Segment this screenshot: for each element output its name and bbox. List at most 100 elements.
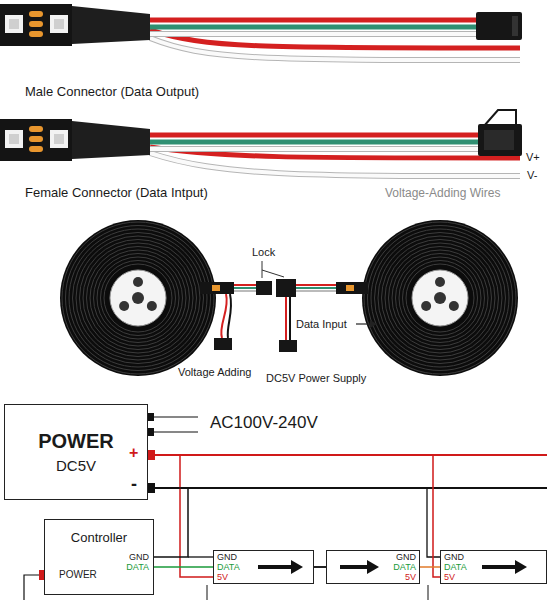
wire-caption: Voltage-Adding Wires — [385, 186, 500, 200]
led-strip-male — [150, 18, 476, 23]
pin-name: GND — [444, 552, 464, 562]
led-reel — [392, 250, 488, 346]
led-strip-female — [150, 146, 478, 152]
led-strip-female — [29, 136, 43, 142]
part-label: Voltage Adding — [178, 366, 251, 379]
wire-connector — [420, 566, 440, 568]
strip-joint — [285, 297, 287, 340]
led-strip-female — [9, 134, 19, 144]
led-strip-male — [476, 12, 522, 40]
led-reel — [396, 254, 485, 343]
pin-name: DATA — [126, 562, 149, 572]
led-reel — [83, 243, 193, 353]
led-strip-male — [0, 4, 522, 60]
data-direction-arrow — [482, 565, 516, 569]
strip-joint — [200, 261, 377, 352]
led-reel — [69, 229, 207, 367]
connector-caption: Male Connector (Data Output) — [25, 84, 199, 100]
led-strip-segment: GNDDATA5V — [213, 550, 314, 584]
led-strip-female — [150, 140, 478, 145]
led-reel — [385, 243, 495, 353]
led-strip-female — [150, 147, 520, 158]
led-strip-female — [0, 119, 72, 161]
led-strip-male — [29, 31, 43, 37]
led-strip-male — [5, 15, 23, 33]
led-strip-female — [50, 130, 68, 148]
led-reel — [101, 261, 176, 336]
led-reel — [382, 240, 499, 357]
led-strip-male — [150, 30, 520, 48]
pin-name: POWER — [59, 570, 97, 580]
led-reel — [449, 301, 459, 311]
wire-connector — [148, 488, 188, 557]
led-strip-male — [150, 32, 476, 36]
strip-joint — [228, 294, 231, 338]
led-reel — [412, 270, 468, 326]
led-strip-female — [150, 147, 478, 151]
pin-name: GND — [129, 552, 149, 562]
led-reel — [110, 270, 166, 326]
pin-name: 5V — [405, 572, 416, 582]
led-strip-female — [484, 110, 516, 126]
data-direction-arrow — [258, 560, 527, 574]
led-reel — [435, 277, 445, 287]
device-title: Controller — [45, 530, 153, 546]
led-strip-female — [150, 153, 520, 176]
led-reel — [87, 247, 190, 350]
power-supply-box: POWER DC5V — [4, 404, 148, 500]
led-reel — [60, 220, 216, 376]
led-reel — [119, 301, 129, 311]
led-reel — [434, 292, 446, 304]
led-strip-female — [0, 110, 522, 176]
led-reel — [66, 226, 211, 371]
led-reel — [389, 247, 492, 350]
strip-joint — [234, 284, 256, 286]
device-title: POWER — [38, 429, 114, 453]
led-strip-male — [512, 16, 518, 36]
led-strip-male — [72, 6, 150, 44]
part-label: DC5V Power Supply — [266, 372, 366, 385]
led-reel — [403, 261, 478, 336]
pin-name: DATA — [393, 562, 416, 572]
power-rail — [188, 556, 213, 557]
data-direction-arrow — [515, 560, 527, 574]
led-strip-female — [150, 153, 520, 176]
voltage-rating: DC5V — [56, 457, 96, 475]
power-terminal — [154, 431, 198, 432]
led-reel — [60, 220, 518, 376]
strip-joint — [212, 285, 220, 291]
led-strip-male — [9, 19, 19, 29]
strip-joint — [289, 297, 291, 340]
led-reel — [104, 264, 172, 332]
data-direction-arrow — [291, 560, 303, 574]
led-strip-female — [29, 146, 43, 152]
led-reel — [399, 257, 481, 339]
strip-joint — [256, 281, 272, 295]
led-strip-male — [150, 38, 520, 60]
led-strip-female — [478, 124, 522, 156]
wire-name: V- — [527, 169, 537, 182]
pin-name: DATA — [444, 562, 467, 572]
led-strip-male — [150, 38, 520, 60]
led-reel — [368, 226, 513, 371]
led-reel — [133, 277, 143, 287]
strip-joint — [296, 284, 336, 286]
led-strip-segment: GNDDATA5V — [440, 550, 547, 584]
data-direction-arrow — [340, 565, 368, 569]
power-rail — [24, 575, 39, 600]
strip-joint — [262, 270, 284, 277]
strip-joint — [276, 279, 296, 297]
led-strip-segment: GNDDATA5V — [326, 550, 420, 584]
wire-connector — [148, 455, 440, 577]
data-direction-arrow — [258, 565, 292, 569]
led-reel — [147, 301, 157, 311]
pin-name: GND — [396, 552, 416, 562]
led-reel — [371, 229, 509, 367]
strip-joint — [356, 323, 370, 324]
led-reel — [80, 240, 197, 357]
strip-joint — [221, 294, 227, 338]
pin-name: 5V — [444, 572, 455, 582]
led-strip-male — [0, 4, 72, 46]
led-strip-female — [54, 134, 64, 144]
